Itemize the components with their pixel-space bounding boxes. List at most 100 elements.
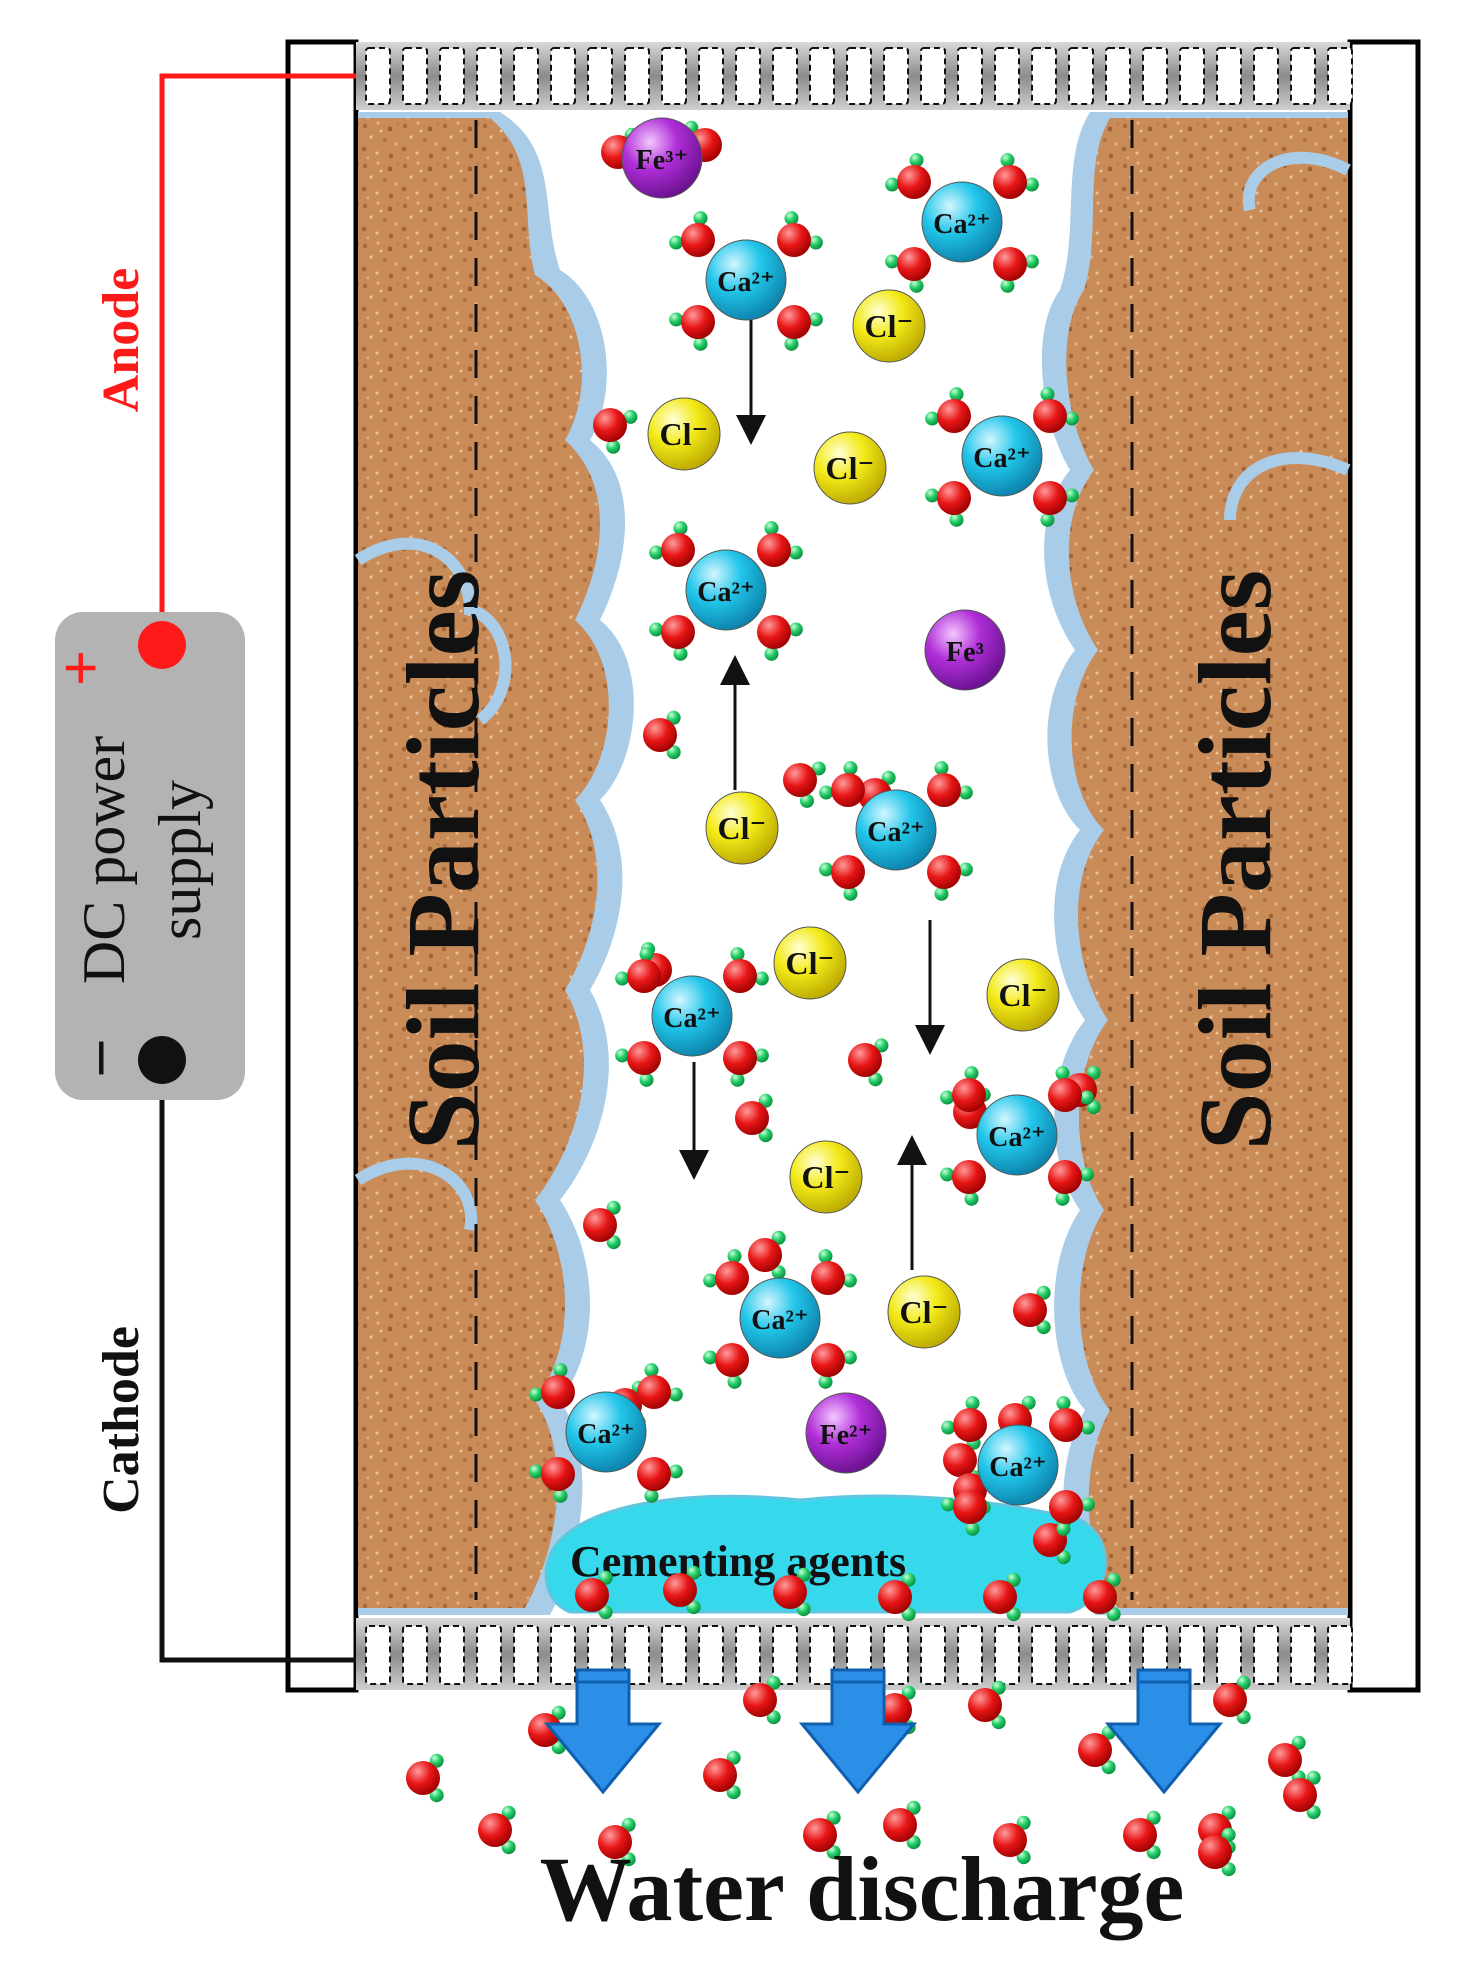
- plate-slot: [1142, 47, 1168, 105]
- chloride-ion-sphere: [773, 926, 847, 1000]
- oxygen-atom: [757, 533, 791, 567]
- hydrogen-atom: [669, 235, 684, 250]
- plate-slot: [772, 1625, 798, 1685]
- hydrogen-atom: [958, 862, 973, 877]
- water-molecule: [703, 1750, 741, 1800]
- chloride-ion-sphere: [986, 958, 1060, 1032]
- hydrogen-atom: [429, 1788, 444, 1803]
- plate-slot: [513, 1625, 539, 1685]
- hydrogen-atom: [639, 947, 654, 962]
- water-molecule: [757, 615, 803, 661]
- hydrogen-atom: [964, 1066, 979, 1081]
- oxygen-atom: [811, 1261, 845, 1295]
- hydrogen-atom: [623, 409, 638, 424]
- hydrogen-atom: [1221, 1827, 1236, 1842]
- water-molecule: [1123, 1810, 1161, 1860]
- water-molecule: [1049, 1490, 1095, 1536]
- chloride-ion: Cl⁻: [986, 958, 1060, 1032]
- water-molecule: [1268, 1735, 1306, 1785]
- calcium-ion-label: Ca²⁺: [933, 209, 990, 240]
- plus-sign: +: [45, 650, 116, 686]
- water-molecule: [406, 1753, 444, 1803]
- plate-slot: [772, 47, 798, 105]
- hydrogen-atom: [1040, 512, 1055, 527]
- hydrogen-atom: [727, 1374, 742, 1389]
- iron-iii-ion-sphere: [621, 117, 703, 199]
- hydrogen-atom: [925, 411, 940, 426]
- plate-slot: [476, 1625, 502, 1685]
- hydrogen-atom: [874, 1038, 889, 1053]
- water-molecule: [773, 1567, 811, 1617]
- hydrogen-atom: [881, 770, 896, 785]
- water-molecule: [941, 1396, 987, 1442]
- oxygen-atom: [783, 763, 817, 797]
- water-molecule: [1213, 1675, 1251, 1725]
- hydrogen-atom: [606, 1235, 621, 1250]
- hydrogen-atom: [649, 622, 664, 637]
- hydrogen-atom: [1106, 1572, 1121, 1587]
- water-molecule: [783, 761, 826, 808]
- hydrogen-atom: [965, 1396, 980, 1411]
- hydrogen-atom: [1036, 1285, 1051, 1300]
- soil-particles-left-label: Soil Particles: [386, 570, 501, 1151]
- hydrogen-atom: [808, 312, 823, 327]
- hydrogen-atom: [764, 646, 779, 661]
- anode-label: Anode: [93, 268, 150, 412]
- discharge-arrow: [798, 1668, 918, 1795]
- oxygen-atom: [583, 1208, 617, 1242]
- water-molecule: [940, 1066, 986, 1112]
- water-molecule: [927, 855, 973, 901]
- hydrogen-atom: [843, 761, 858, 776]
- iron-ii-ion: Fe²⁺: [805, 1392, 887, 1474]
- hydrogen-atom: [639, 1072, 654, 1087]
- oxygen-atom: [715, 1261, 749, 1295]
- hydrogen-atom: [1146, 1845, 1161, 1860]
- iron-iii-ion: Fe³⁺: [621, 117, 703, 199]
- oxygen-atom: [897, 165, 931, 199]
- water-molecule: [529, 1457, 575, 1503]
- oxygen-atom: [811, 1343, 845, 1377]
- hydrogen-atom: [758, 1093, 773, 1108]
- calcium-ion: Ca²⁺: [739, 1277, 821, 1359]
- hydrogen-atom: [1064, 488, 1079, 503]
- plate-slot: [1327, 1625, 1353, 1685]
- hydrogen-atom: [668, 1387, 683, 1402]
- plate-slot: [624, 1625, 650, 1685]
- hydrogen-atom: [1055, 1191, 1070, 1206]
- chloride-ion-label: Cl⁻: [786, 945, 835, 981]
- calcium-ion: Ca²⁺: [651, 975, 733, 1057]
- water-molecule: [649, 615, 695, 661]
- calcium-ion-label: Ca²⁺: [663, 1003, 720, 1034]
- calcium-ion-sphere: [921, 181, 1003, 263]
- water-molecule: [735, 1093, 773, 1143]
- iron-ii-ion-sphere: [805, 1392, 887, 1474]
- chloride-ion-sphere: [789, 1140, 863, 1214]
- hydrogen-atom: [1101, 1760, 1116, 1775]
- hydrogen-atom: [1056, 1521, 1071, 1536]
- calcium-ion-label: Ca²⁺: [697, 577, 754, 608]
- calcium-ion-label: Ca²⁺: [867, 817, 924, 848]
- water-molecule: [1048, 1066, 1094, 1112]
- calcium-ion: Ca²⁺: [961, 415, 1043, 497]
- hydrogen-atom: [727, 1249, 742, 1264]
- water-molecule: [885, 153, 931, 199]
- hydrogen-atom: [940, 1090, 955, 1105]
- water-molecule: [925, 481, 971, 527]
- calcium-ion: Ca²⁺: [565, 1391, 647, 1473]
- chloride-ion-sphere: [887, 1275, 961, 1349]
- hydrogen-atom: [925, 488, 940, 503]
- oxygen-atom: [723, 959, 757, 993]
- hydrogen-atom: [1000, 153, 1015, 168]
- water-molecule: [883, 1800, 921, 1850]
- hydrogen-atom: [726, 1785, 741, 1800]
- hydrogen-atom: [991, 1680, 1006, 1695]
- hydrogen-atom: [1056, 1396, 1071, 1411]
- water-molecule: [993, 247, 1039, 293]
- hydrogen-atom: [771, 1265, 786, 1280]
- chloride-ion: Cl⁻: [773, 926, 847, 1000]
- hydrogen-atom: [1080, 1497, 1095, 1512]
- oxygen-atom: [575, 1578, 609, 1612]
- water-molecule: [669, 211, 715, 257]
- hydrogen-atom: [934, 761, 949, 776]
